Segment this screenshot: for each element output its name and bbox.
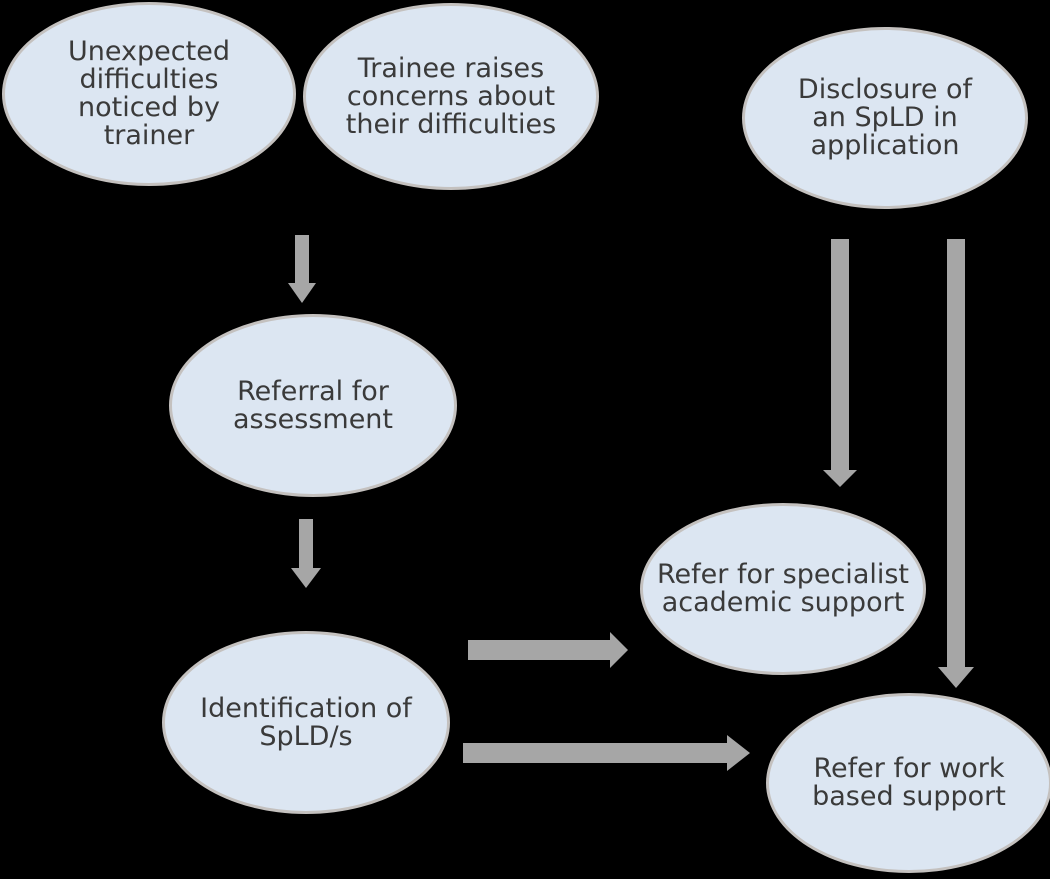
arrow-identification-to-specialist xyxy=(468,632,628,668)
node-specialist-academic-support: Refer for specialist academic support xyxy=(640,503,926,675)
arrow-identification-to-workbased xyxy=(463,735,750,771)
arrow-referral-to-identification xyxy=(291,519,321,588)
node-disclosure-application: Disclosure of an SpLD in application xyxy=(742,27,1028,209)
node-specialist-academic-support-label: Refer for specialist academic support xyxy=(656,559,910,618)
node-disclosure-application-label: Disclosure of an SpLD in application xyxy=(797,74,973,161)
node-trainee-concerns-label: Trainee raises concerns about their diff… xyxy=(345,52,557,140)
node-referral-assessment: Referral for assessment xyxy=(169,314,457,497)
node-unexpected-difficulties-label: Unexpected difficulties noticed by train… xyxy=(68,36,230,151)
node-referral-assessment-label: Referral for assessment xyxy=(232,375,394,435)
node-work-based-support-label: Refer for work based support xyxy=(812,753,1006,812)
arrow-disclosure-to-workbased xyxy=(938,239,974,688)
node-identification-spld-label: Identification of SpLD/s xyxy=(200,692,412,752)
node-identification-spld: Identification of SpLD/s xyxy=(162,631,450,814)
node-work-based-support: Refer for work based support xyxy=(766,693,1050,873)
arrow-disclosure-to-specialist xyxy=(823,239,857,487)
node-trainee-concerns: Trainee raises concerns about their diff… xyxy=(303,3,599,190)
node-unexpected-difficulties: Unexpected difficulties noticed by train… xyxy=(2,2,296,186)
arrow-top-to-referral xyxy=(288,235,316,303)
